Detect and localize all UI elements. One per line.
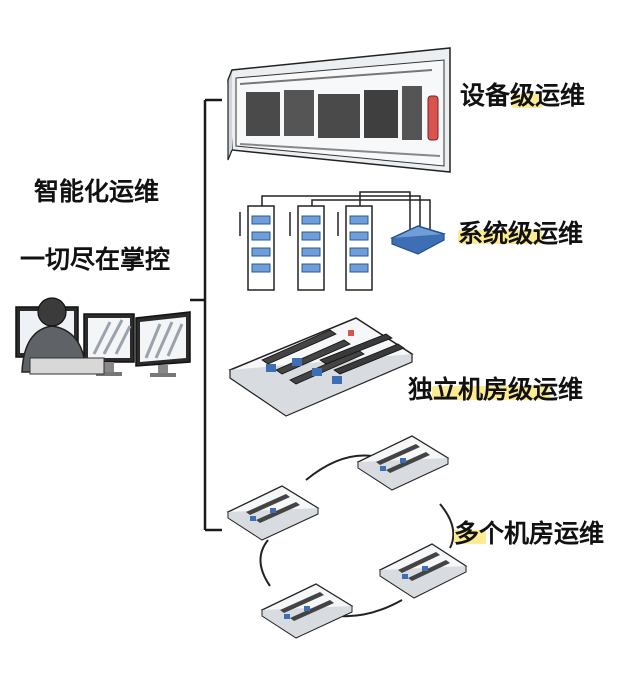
monitor-middle-icon	[83, 313, 135, 376]
datacenter-mini-1	[226, 485, 320, 541]
datacenter-mini-2	[356, 435, 450, 491]
datacenter-mini-4	[260, 583, 354, 639]
system-rack-network-icon	[239, 191, 446, 291]
left-title-line2: 一切尽在掌控	[20, 245, 171, 274]
left-title-line1: 智能化运维	[34, 177, 160, 206]
monitor-right-icon	[135, 311, 191, 377]
multi-datacenter-icon	[226, 435, 468, 639]
tier-label-equipment: 设备级运维	[460, 81, 586, 110]
highlight-tier-1	[512, 94, 542, 108]
tier-label-multi-datacenter: 多个机房运维	[454, 519, 605, 548]
bracket-connector	[190, 98, 222, 532]
highlight-tier-3	[432, 386, 550, 400]
highlight-tier-2	[458, 230, 542, 244]
datacenter-mini-3	[378, 543, 468, 599]
operator-person-icon	[21, 297, 105, 375]
tier-label-single-datacenter: 独立机房级运维	[408, 375, 584, 404]
tier-label-system: 系统级运维	[458, 219, 584, 248]
single-datacenter-icon	[228, 317, 414, 417]
operator-workstation-icon	[15, 297, 191, 377]
highlight-tier-4	[454, 530, 486, 544]
equipment-cabinet-icon	[227, 47, 451, 173]
